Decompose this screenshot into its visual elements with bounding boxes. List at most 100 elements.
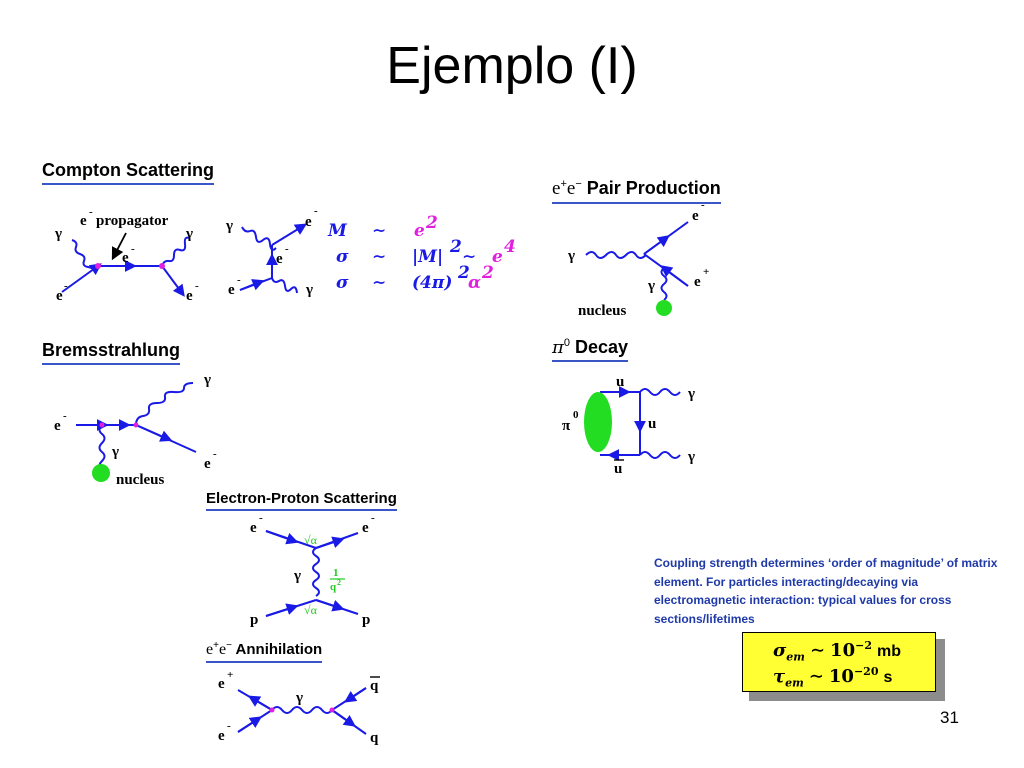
gamma-label: γ <box>111 444 119 460</box>
electron-label: e <box>56 288 63 304</box>
ubar-label: u <box>614 461 622 477</box>
gamma-label: γ <box>687 449 695 465</box>
minus-sup: - <box>89 206 93 218</box>
eq2-rhs: e <box>492 247 503 267</box>
frac-one: 1 <box>333 567 339 579</box>
gamma-label: γ <box>225 218 233 234</box>
electron-label: e <box>54 418 61 434</box>
vertex <box>269 707 275 713</box>
sim: ∼ <box>372 221 386 241</box>
gamma-label: γ <box>567 248 575 264</box>
compton-diagram-2 <box>239 223 308 294</box>
base: 10 <box>828 666 854 687</box>
nucleus-blob <box>656 300 672 316</box>
electron-label: e <box>228 282 235 298</box>
electron-label: e <box>218 728 225 744</box>
pi0-blob <box>584 392 612 452</box>
nucleus-blob <box>92 464 110 482</box>
nucleus-label: nucleus <box>116 472 165 488</box>
heading-text: Decay <box>574 337 629 357</box>
minus-sup: - <box>314 205 318 217</box>
annihilation-heading: e+e− Annihilation <box>206 640 323 663</box>
minus-sup: - <box>237 274 241 286</box>
p-label: p <box>362 612 370 628</box>
minus-sup: - <box>227 720 231 732</box>
electron-label: e <box>276 251 283 267</box>
slide-title: Ejemplo (I) <box>386 37 638 95</box>
eq3-lhs: σ <box>336 273 349 293</box>
eq3-rhs-exp: 2 <box>481 263 494 283</box>
qbar-label: q <box>370 678 379 694</box>
heading-e2: e <box>218 641 227 658</box>
electron-label: e <box>692 208 699 224</box>
u-label: u <box>648 416 656 432</box>
nucleus-label: nucleus <box>578 303 627 319</box>
pi0-label: π <box>562 418 571 434</box>
eq2-mid-exp: 2 <box>449 237 462 257</box>
frac-q-exp: 2 <box>337 578 341 587</box>
exp: −20 <box>853 665 879 678</box>
eq2-mid: |M| <box>412 247 443 267</box>
frac-q: q <box>330 581 337 593</box>
electron-label: e <box>186 288 193 304</box>
minus-sup: - <box>371 512 375 524</box>
electron-label: e <box>204 456 211 472</box>
electron-proton-heading: Electron-Proton Scattering <box>206 490 397 511</box>
eq2-rhs-exp: 4 <box>504 237 516 257</box>
q-label: q <box>370 730 379 746</box>
gamma-label: γ <box>305 282 313 298</box>
minus-sup: - <box>195 280 199 292</box>
heading-plus: + <box>213 640 219 651</box>
gamma-label: γ <box>647 278 655 294</box>
annihilation-diagram <box>237 687 367 735</box>
sim: ∼ <box>809 640 826 661</box>
pair-production-heading: e+e− Pair Production <box>552 178 721 204</box>
gamma-label: γ <box>293 568 301 584</box>
propagator-label: propagator <box>96 213 169 229</box>
minus-sup: - <box>213 448 217 460</box>
minus-sup: - <box>64 280 68 292</box>
base: 10 <box>830 640 856 661</box>
pi0-exp: 0 <box>573 409 579 421</box>
tau-symbol: τ <box>773 666 786 687</box>
gamma-label: γ <box>185 226 193 242</box>
bremsstrahlung-heading: Bremsstrahlung <box>42 340 181 365</box>
heading-plus: + <box>560 178 567 190</box>
compton-heading: Compton Scattering <box>42 160 215 185</box>
compton-equations: M ∼ e 2 σ ∼ |M| 2 ∼ e 4 σ ∼ (4π) 2 α 2 <box>327 213 516 293</box>
propagator-electron: e <box>80 213 87 229</box>
unit: s <box>883 669 893 686</box>
eq1-lhs: M <box>327 221 348 241</box>
pi0-diagram <box>600 386 681 461</box>
heading-e: e <box>552 178 561 199</box>
u-label: u <box>616 374 624 390</box>
minus-sup: - <box>701 199 705 211</box>
compton-diagram-1 <box>61 236 190 297</box>
vertex <box>95 263 101 269</box>
pair-production-diagram <box>585 221 689 301</box>
heading-e2: e <box>566 178 576 199</box>
electron-label: e <box>694 274 701 290</box>
sim: ∼ <box>372 247 386 267</box>
sigma-symbol: σ <box>773 640 787 661</box>
sqrt-alpha: √α <box>304 603 318 617</box>
gamma-label: γ <box>295 690 303 706</box>
exp: −2 <box>855 639 872 652</box>
heading-text: Annihilation <box>235 641 323 658</box>
minus-sup: - <box>259 512 263 524</box>
tau-line: τem ∼ 10−20 s <box>773 665 892 690</box>
sim: ∼ <box>372 273 386 293</box>
minus-sup: - <box>131 243 135 255</box>
heading-minus: − <box>226 640 232 651</box>
gamma-label: γ <box>203 372 211 388</box>
electron-label: e <box>250 520 257 536</box>
vertex <box>159 263 165 269</box>
eq3-rhs: α <box>468 273 481 293</box>
heading-e: e <box>206 641 214 658</box>
vertex <box>99 422 105 428</box>
bremsstrahlung-diagram <box>76 382 197 471</box>
minus-sup: - <box>285 243 289 255</box>
sigma-line: σem ∼ 10−2 mb <box>773 639 901 664</box>
sim: ∼ <box>462 247 476 267</box>
